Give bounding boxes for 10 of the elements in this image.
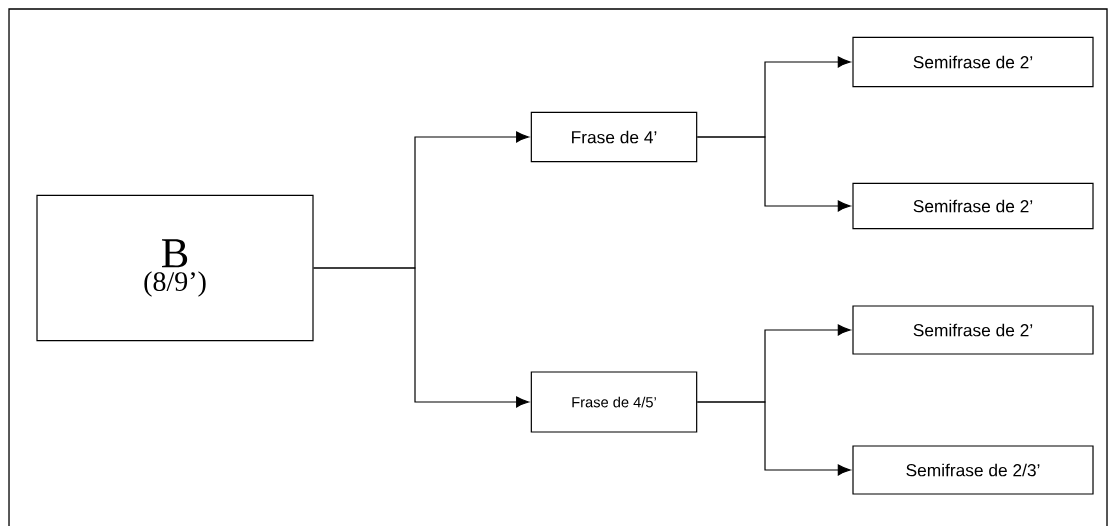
arrow: [313, 267, 530, 408]
process-box: Semifrase de 2/3’: [852, 445, 1094, 495]
arrow: [696, 401, 851, 476]
process-box: Semifrase de 2’: [852, 305, 1094, 355]
process-box: Semifrase de 2’: [852, 36, 1094, 88]
arrow: [696, 136, 851, 212]
process-box: Frase de 4’: [530, 111, 698, 163]
process-box: Semifrase de 2’: [852, 182, 1094, 230]
process-box: Frase de 4/5’: [530, 371, 698, 433]
process-box: B (8/9’): [36, 194, 314, 342]
